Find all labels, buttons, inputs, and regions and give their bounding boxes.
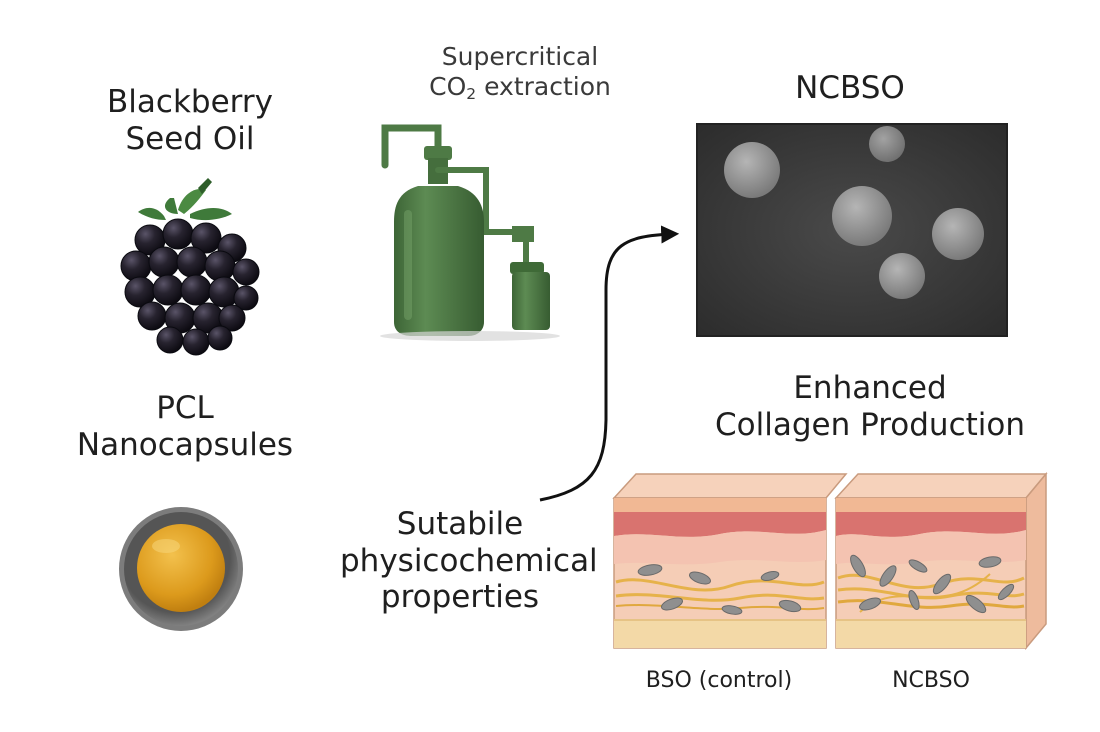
blackberry-icon: [120, 178, 260, 356]
nanocapsule-particle: [869, 126, 905, 162]
skin-caption-control: BSO (control): [645, 668, 793, 693]
skin-caption-ncbso: NCBSO: [892, 668, 970, 693]
suitable-label-line2: physicochemical: [340, 542, 598, 579]
pcl-label-line1: PCL: [156, 390, 214, 426]
nanocapsule-particle: [724, 142, 780, 198]
fibroblast-cell: [850, 554, 866, 578]
fibroblast-cell: [932, 573, 952, 595]
ncbso-title: NCBSO: [795, 70, 905, 106]
fibroblast-cell: [661, 597, 683, 611]
fibroblast-cell: [778, 599, 802, 613]
pcl-nanocapsules-label: PCL Nanocapsules: [70, 390, 300, 463]
skin-section-ncbso: [834, 471, 1048, 651]
fibroblast-cell: [908, 559, 928, 573]
fibroblast-cell: [859, 597, 881, 611]
fibroblast-cell: [997, 583, 1015, 601]
extraction-label-line1: Supercritical: [441, 42, 599, 71]
nanocapsule-particle: [879, 253, 925, 299]
blackberry-seed-oil-label: Blackberry Seed Oil: [80, 84, 300, 157]
suitable-label-line3: properties: [380, 579, 540, 616]
extraction-label-line2: CO2 extraction: [429, 71, 611, 103]
blackberry-label-line1: Blackberry: [107, 84, 273, 120]
enhanced-collagen-label: Enhanced Collagen Production: [690, 370, 1050, 443]
ncbso-micrograph: [696, 123, 1008, 337]
nanocapsule-particle: [832, 186, 892, 246]
fibroblast-cell: [637, 564, 663, 576]
suitable-properties-label: Sutabile physicochemical properties: [340, 506, 598, 616]
process-arrow: [539, 225, 680, 502]
blackberry-label-line2: Seed Oil: [125, 120, 255, 157]
fibroblast-cell: [689, 571, 711, 585]
fibroblast-cell: [721, 605, 743, 615]
co2-extraction-apparatus-icon: [380, 124, 560, 341]
enhanced-label-line1: Enhanced: [793, 370, 947, 406]
fibroblast-cell: [908, 590, 920, 610]
pcl-label-line2: Nanocapsules: [76, 426, 294, 463]
co2-extraction-label: Supercritical CO2 extraction: [390, 42, 650, 103]
fibroblast-cell: [978, 556, 1002, 568]
nanocapsule-particle: [932, 208, 984, 260]
fibroblast-cell: [965, 594, 987, 614]
enhanced-label-line2: Collagen Production: [714, 406, 1025, 443]
fibroblast-cell: [760, 570, 780, 582]
pcl-nanocapsule-icon: [119, 507, 243, 631]
suitable-label-line1: Sutabile: [396, 506, 524, 542]
skin-section-control: [612, 473, 848, 649]
fibroblast-cell: [879, 565, 897, 587]
